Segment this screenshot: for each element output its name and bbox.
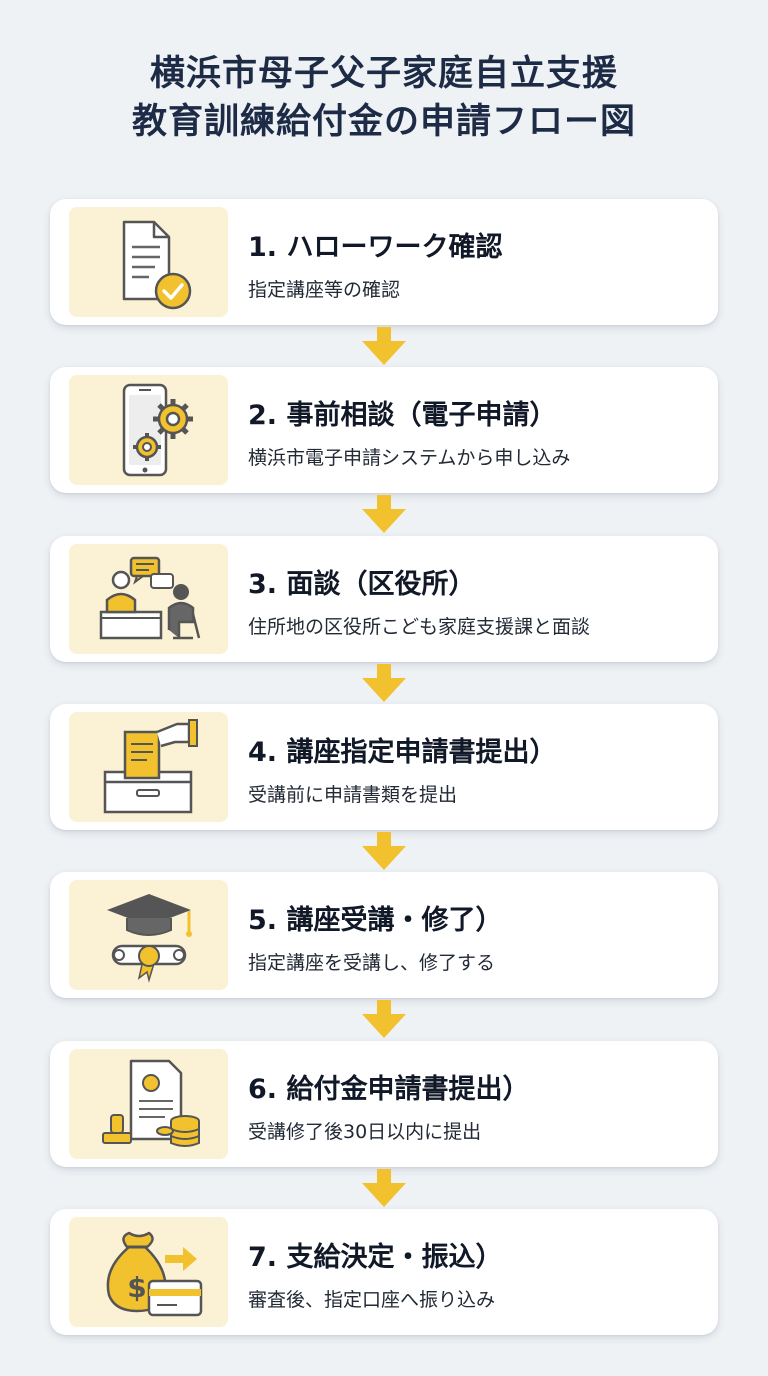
graduation-cap-diploma-icon (69, 880, 228, 990)
step-description: 住所地の区役所こども家庭支援課と面談 (248, 616, 591, 638)
document-check-icon (69, 207, 228, 317)
step-title: 6. 給付金申請書提出） (248, 1074, 530, 1105)
step-description: 審査後、指定口座へ振り込み (248, 1289, 496, 1311)
step-description: 指定講座等の確認 (248, 279, 401, 301)
step-card-1: 1. ハローワーク確認 指定講座等の確認 (50, 199, 718, 325)
smartphone-gears-icon (69, 375, 228, 485)
stamp-form-coins-icon (69, 1049, 228, 1159)
title-line-2: 教育訓練給付金の申請フロー図 (131, 102, 636, 142)
svg-text:$: $ (127, 1271, 146, 1304)
arrow-down-icon (362, 832, 406, 870)
document-submit-box-icon (69, 712, 228, 822)
arrow-down-icon (362, 327, 406, 365)
arrow-down-icon (362, 495, 406, 533)
step-title: 4. 講座指定申請書提出） (248, 737, 557, 768)
step-card-3: 3. 面談（区役所） 住所地の区役所こども家庭支援課と面談 (50, 536, 718, 662)
step-description: 受講前に申請書類を提出 (248, 784, 458, 806)
step-card-4: 4. 講座指定申請書提出） 受講前に申請書類を提出 (50, 704, 718, 830)
consultation-icon (69, 544, 228, 654)
step-title: 1. ハローワーク確認 (248, 232, 503, 263)
title-line-1: 横浜市母子父子家庭自立支援 (149, 54, 618, 94)
step-title: 5. 講座受講・修了） (248, 905, 503, 936)
step-card-5: 5. 講座受講・修了） 指定講座を受講し、修了する (50, 872, 718, 998)
step-card-6: 6. 給付金申請書提出） 受講修了後30日以内に提出 (50, 1041, 718, 1167)
step-title: 7. 支給決定・振込） (248, 1242, 503, 1273)
arrow-down-icon (362, 664, 406, 702)
step-description: 横浜市電子申請システムから申し込み (248, 447, 571, 469)
page-title: 横浜市母子父子家庭自立支援 教育訓練給付金の申請フロー図 (0, 50, 768, 146)
step-card-2: 2. 事前相談（電子申請） 横浜市電子申請システムから申し込み (50, 367, 718, 493)
step-description: 指定講座を受講し、修了する (248, 952, 496, 974)
arrow-down-icon (362, 1000, 406, 1038)
step-description: 受講修了後30日以内に提出 (248, 1121, 482, 1143)
step-title: 3. 面談（区役所） (248, 569, 476, 600)
step-card-7: $ 7. 支給決定・振込） 審査後、指定口座へ振り込み (50, 1209, 718, 1335)
money-bag-card-icon: $ (69, 1217, 228, 1327)
step-title: 2. 事前相談（電子申請） (248, 400, 557, 431)
arrow-down-icon (362, 1169, 406, 1207)
